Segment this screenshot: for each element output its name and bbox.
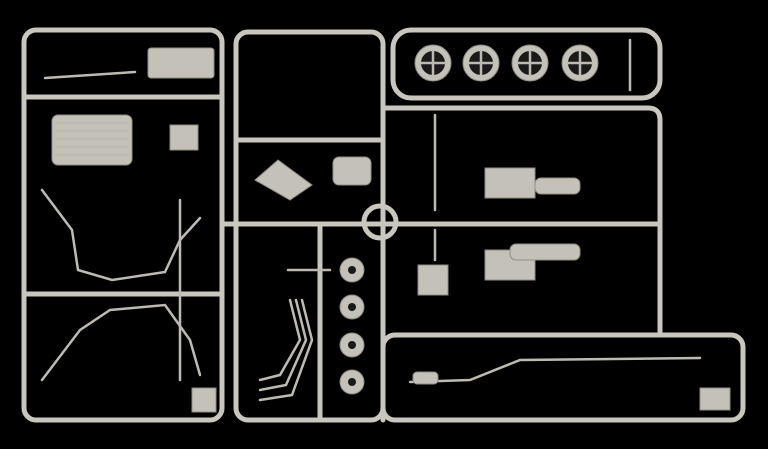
- bracket-part: [169, 124, 199, 151]
- wheel-hubs: [414, 44, 599, 82]
- tab-part: [699, 387, 731, 411]
- chassis-tube: [40, 188, 202, 282]
- wheel-sprue-frame: [390, 27, 663, 101]
- panel-part: [147, 47, 215, 79]
- tab-part: [191, 387, 217, 413]
- chassis-tube: [40, 303, 202, 382]
- exhaust-pipes: [258, 298, 314, 402]
- sprue-ring: [361, 203, 399, 241]
- block-part: [332, 156, 372, 186]
- radiator-part: [51, 114, 133, 166]
- plate-part: [417, 264, 449, 296]
- gearbox-part: [254, 159, 313, 201]
- middle-sprue-frame: [219, 29, 663, 423]
- brake-discs: [339, 257, 365, 395]
- engine-block-part: [484, 167, 536, 199]
- left-sprue-frame: [21, 27, 225, 423]
- rod-part: [408, 356, 702, 384]
- bottom-sprue-frame: [380, 332, 746, 423]
